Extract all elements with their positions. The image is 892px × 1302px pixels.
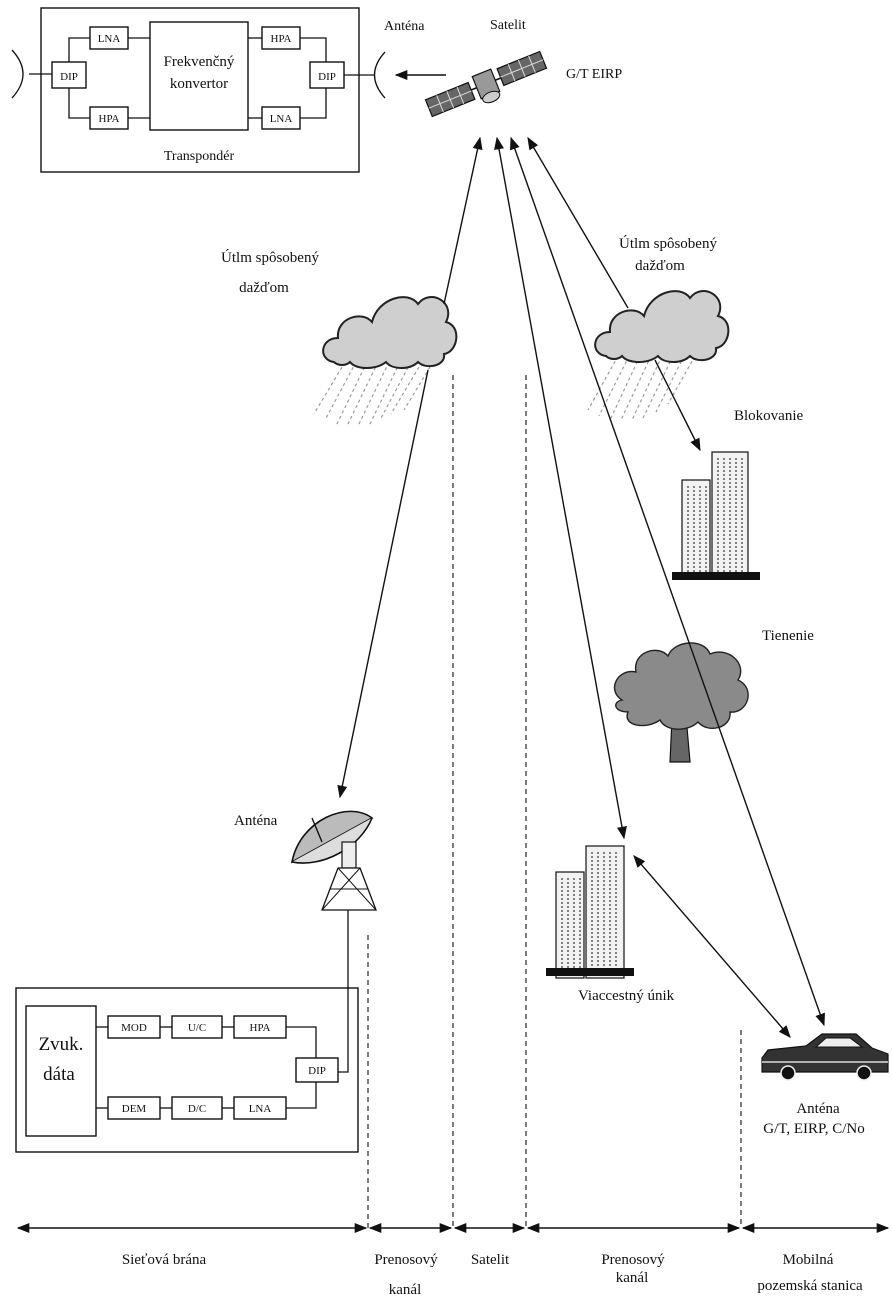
converter-label-line2: konvertor: [170, 76, 228, 92]
rain-right-label-line1: Útlm spôsobený: [619, 235, 717, 252]
satellite-antenna-label: Anténa: [384, 19, 425, 34]
ground-antenna-label: Anténa: [234, 813, 278, 829]
frequency-converter-block: [149, 21, 249, 131]
left-dish-icon: [11, 49, 24, 99]
gateway-lna-label: LNA: [249, 1103, 272, 1115]
mod-label: MOD: [121, 1022, 147, 1034]
lna-bottom-label: LNA: [270, 113, 293, 125]
uc-label: U/C: [188, 1022, 206, 1034]
dip-left-block: [51, 61, 87, 89]
blocking-label: Blokovanie: [734, 408, 803, 424]
path-buildings-to-car: [633, 855, 791, 1038]
rain-right-label-line2: dažďom: [635, 258, 685, 274]
path-cloud-to-ground-antenna: [337, 369, 429, 799]
segment-mobile-label1: Mobilná: [783, 1252, 834, 1268]
dc-label: D/C: [188, 1103, 206, 1115]
dip-left-label: DIP: [60, 71, 78, 83]
rain-left-label-line2: dažďom: [239, 280, 289, 296]
satellite-params-label: G/T EIRP: [566, 67, 622, 82]
source-label-line1: Zvuk.: [39, 1034, 84, 1055]
gateway-group: Zvuk. dáta MOD U/C HPA DEM D/C LNA DIP: [15, 910, 359, 1153]
lna-top-label: LNA: [98, 33, 121, 45]
transponder-caption: Transpondér: [164, 149, 235, 164]
segment-channel-left-label2: kanál: [389, 1282, 421, 1298]
segment-gateway-label: Sieťová brána: [122, 1252, 207, 1268]
segment-satellite-label: Satelit: [471, 1252, 510, 1268]
mobile-params-label: G/T, EIRP, C/No: [763, 1121, 864, 1137]
path-cloud-to-buildings: [654, 359, 701, 452]
shadowing-label: Tienenie: [762, 628, 814, 644]
segment-channel-right-label2: kanál: [616, 1270, 648, 1286]
mobile-antenna-label: Anténa: [796, 1101, 840, 1117]
path-cloud-to-satellite-right: [527, 136, 629, 309]
segment-mobile-label2: pozemská stanica: [757, 1278, 863, 1294]
rain-cloud-left-icon: [313, 296, 458, 427]
rain-left-label-line1: Útlm spôsobený: [221, 249, 319, 266]
hpa-top-label: HPA: [271, 33, 292, 45]
rain-cloud-right-icon: [587, 290, 730, 421]
buildings-blocking-icon: [672, 451, 760, 580]
right-dish-icon: [373, 51, 386, 99]
gateway-dip-label: DIP: [308, 1065, 326, 1077]
converter-label-line1: Frekvenčný: [164, 54, 235, 70]
segment-channel-right-label1: Prenosový: [601, 1252, 665, 1268]
path-cloud-to-satellite: [443, 136, 483, 305]
transponder-group: DIP LNA HPA Frekvenčný konvertor HPA LNA…: [11, 7, 386, 173]
multipath-label: Viaccestný únik: [578, 988, 675, 1004]
car-icon: [761, 1033, 889, 1081]
dem-label: DEM: [122, 1103, 147, 1115]
segment-channel-left-label1: Prenosový: [374, 1252, 438, 1268]
dip-right-label: DIP: [318, 71, 336, 83]
source-label-line2: dáta: [43, 1064, 75, 1085]
audio-data-source-block: [25, 1005, 97, 1137]
satellite-label: Satelit: [490, 18, 526, 33]
ground-dish-antenna-icon: [290, 810, 377, 911]
gateway-dip-block: [295, 1057, 339, 1083]
buildings-multipath-icon: [546, 845, 634, 979]
path-satellite-multipath: [494, 136, 627, 840]
tree-shadowing-icon: [613, 642, 749, 763]
gateway-hpa-label: HPA: [250, 1022, 271, 1034]
hpa-bottom-label: HPA: [99, 113, 120, 125]
satellite-icon: [424, 50, 548, 118]
